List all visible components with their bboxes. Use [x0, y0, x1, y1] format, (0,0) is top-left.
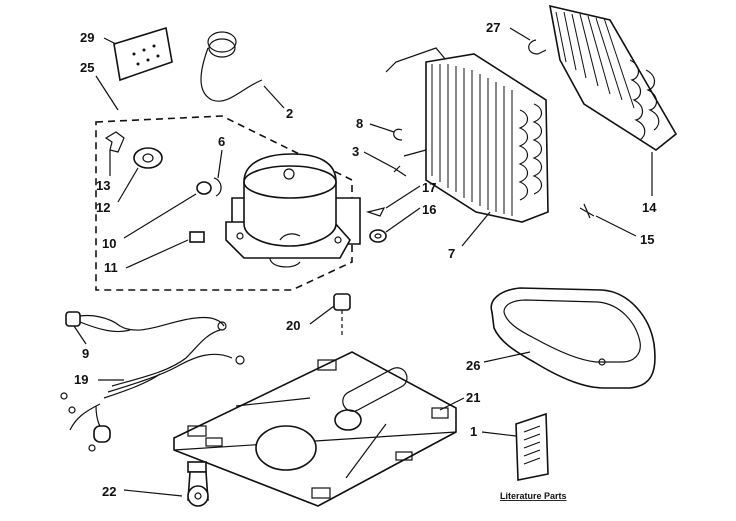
callout-6: 6	[218, 134, 225, 149]
callout-25: 25	[80, 60, 94, 75]
callout-21: 21	[466, 390, 480, 405]
part-12-grommet	[133, 147, 163, 169]
callout-20: 20	[286, 318, 300, 333]
callout-14: 14	[642, 200, 657, 215]
part-14-evaporator	[548, 4, 678, 151]
callout-19: 19	[74, 372, 88, 387]
part-13-clip	[104, 131, 125, 153]
callout-10: 10	[102, 236, 116, 251]
part-7-condenser	[385, 47, 549, 223]
part-3-screw	[393, 165, 407, 177]
callout-27: 27	[486, 20, 500, 35]
callout-1: 1	[470, 424, 477, 439]
callout-22: 22	[102, 484, 116, 499]
part-29-plate	[113, 26, 173, 82]
part-26-drain-pan	[490, 287, 656, 389]
part-6-clip	[213, 177, 222, 197]
part-15-screw	[579, 203, 595, 219]
callout-7: 7	[448, 246, 455, 261]
callout-15: 15	[640, 232, 654, 247]
part-21-base-plate	[173, 351, 457, 507]
part-17-clip	[365, 207, 386, 217]
callout-2: 2	[286, 106, 293, 121]
part-22-caster	[187, 461, 209, 507]
callout-8: 8	[356, 116, 363, 131]
part-11-overload	[189, 231, 205, 243]
callout-29: 29	[80, 30, 94, 45]
part-8-clip	[393, 128, 403, 141]
part-16-washer	[369, 229, 387, 243]
part-10-grommet	[196, 181, 212, 195]
leader-lines	[73, 27, 653, 497]
part-2-tube	[200, 31, 263, 102]
callout-3: 3	[352, 144, 359, 159]
part-20-grommet	[333, 293, 351, 338]
callout-26: 26	[466, 358, 480, 373]
callout-12: 12	[96, 200, 110, 215]
compressor	[225, 153, 361, 268]
callout-16: 16	[422, 202, 436, 217]
callout-labels: 29 25 2 6 13 12 10 11 8 3 17 16 7 27 14 …	[74, 20, 657, 501]
part-27-clip	[528, 39, 547, 55]
part-1-literature	[515, 412, 549, 481]
part-25-outline	[95, 115, 353, 291]
part-9-19-wiring-harness	[60, 311, 245, 452]
callout-11: 11	[104, 260, 118, 275]
callout-17: 17	[422, 180, 436, 195]
callout-13: 13	[96, 178, 110, 193]
literature-caption: Literature Parts	[500, 491, 567, 501]
callout-9: 9	[82, 346, 89, 361]
